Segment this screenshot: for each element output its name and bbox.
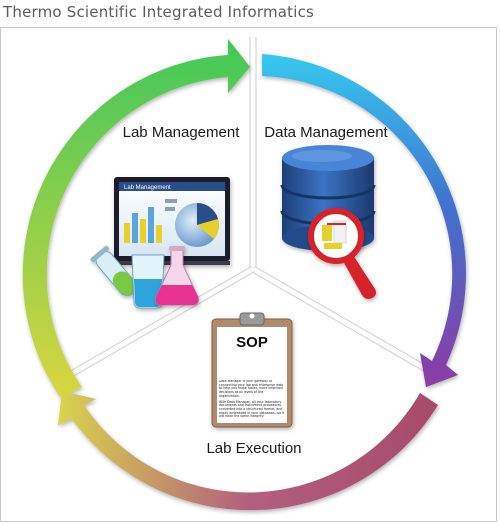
page-title: Thermo Scientific Integrated Informatics bbox=[3, 3, 315, 21]
clipboard-icon: SOP bbox=[211, 312, 293, 428]
test-tube-icon bbox=[90, 245, 137, 297]
sop-paragraph-1: Data Manager is your gateway to connecti… bbox=[219, 380, 284, 398]
informatics-diagram: Lab Management Data Management Lab Execu… bbox=[0, 27, 497, 522]
beaker-icon bbox=[131, 254, 165, 309]
flask-icon bbox=[155, 246, 199, 306]
magnifier-icon bbox=[308, 208, 376, 299]
sop-paragraph-2: With Data Manager, all your laboratory d… bbox=[219, 399, 285, 419]
arc-left-arrow bbox=[22, 39, 250, 397]
monitor-chart-icon: Lab Management bbox=[114, 177, 230, 265]
sop-body: Data Manager is your gateway to connecti… bbox=[219, 380, 285, 426]
sop-heading: SOP bbox=[236, 334, 268, 351]
arc-right-arrow bbox=[262, 54, 466, 387]
section-dividers bbox=[64, 37, 442, 381]
cycle-arrows bbox=[22, 39, 466, 511]
lab-execution-label: Lab Execution bbox=[206, 440, 301, 457]
data-management-label: Data Management bbox=[264, 124, 388, 141]
lab-management-label: Lab Management bbox=[123, 124, 241, 141]
arc-bottom-arrow bbox=[58, 391, 438, 511]
monitor-header-text: Lab Management bbox=[124, 185, 171, 191]
